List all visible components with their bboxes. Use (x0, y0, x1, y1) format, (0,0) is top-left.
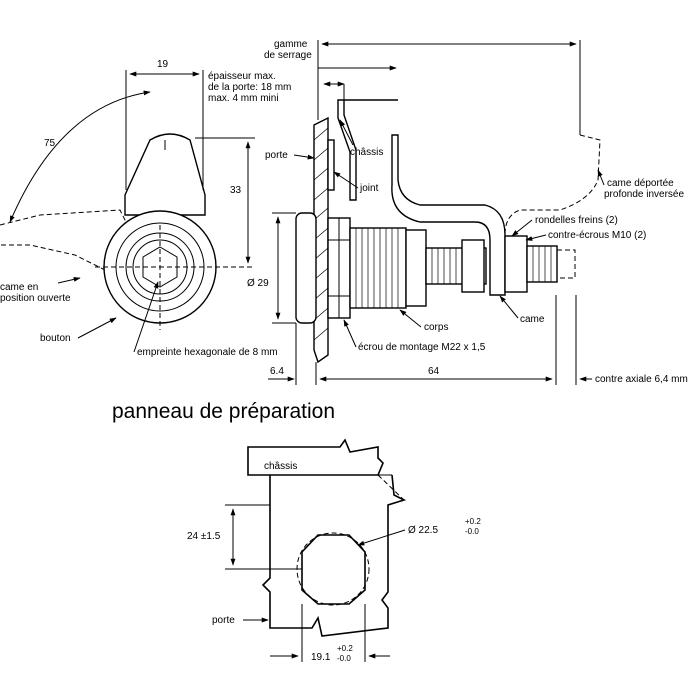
label-corps: corps (424, 322, 448, 333)
label-joint: joint (359, 183, 379, 194)
body-end (405, 229, 427, 307)
tol-19-1-plus: +0.2 (337, 644, 353, 653)
cam-arm (391, 134, 506, 296)
threaded-end (526, 245, 558, 283)
label-contre-axiale: contre axiale 6,4 mm (595, 374, 688, 385)
side-view: gamme de serrage épaisseur max. de la po… (208, 39, 688, 385)
dim-29: Ø 29 (247, 278, 269, 289)
label-came-ouverte-2: position ouverte (0, 293, 71, 304)
lock-nut-1 (504, 235, 528, 293)
panel-door-outline (261, 474, 407, 637)
panel-view: panneau de préparation châssis 24 ±1.5 Ø… (112, 400, 481, 663)
label-gamme-2: de serrage (264, 50, 312, 61)
label-chassis: châssis (350, 147, 383, 158)
hexagon-socket (142, 246, 178, 288)
label-porte: porte (265, 150, 288, 161)
label-epaisseur-3: max. 4 mm mini (208, 93, 279, 104)
label-epaisseur-2: de la porte: 18 mm (208, 82, 291, 93)
dim-64: 64 (428, 366, 440, 377)
label-ecrou: écrou de montage M22 x 1,5 (358, 342, 486, 353)
label-epaisseur-1: épaisseur max. (208, 71, 276, 82)
flange-head (295, 212, 317, 324)
panel-hole (301, 534, 366, 605)
label-came-ouverte-1: came en (0, 282, 38, 293)
dim-6-4: 6.4 (270, 366, 284, 377)
tol-19-1-minus: -0.0 (337, 654, 351, 663)
dim-33: 33 (230, 185, 242, 196)
cam-deported (504, 134, 601, 236)
panel-label-porte: porte (212, 615, 235, 626)
label-bouton: bouton (40, 333, 71, 344)
label-gamme-1: gamme (274, 39, 308, 50)
joint (327, 139, 335, 191)
lock-washer-1 (461, 239, 485, 293)
label-came: came (520, 314, 545, 325)
label-contre-ecrous: contre-écrous M10 (2) (548, 230, 646, 241)
dim-75: 75 (44, 138, 56, 149)
threaded-end-dashed (556, 249, 576, 279)
label-came-deportee-2: profonde inversée (604, 189, 684, 200)
front-view: 19 75 33 came en position ouverte bouton… (0, 59, 278, 358)
dim-19-1: 19.1 (311, 652, 331, 663)
panel-title: panneau de préparation (112, 400, 335, 423)
dim-22-5: Ø 22.5 (408, 525, 438, 536)
label-rondelles: rondelles freins (2) (535, 215, 618, 226)
panel-label-chassis: châssis (264, 461, 297, 472)
label-came-deportee-1: came déportée (607, 178, 674, 189)
body (349, 227, 407, 309)
tol-22-5-plus: +0.2 (465, 517, 481, 526)
label-empreinte: empreinte hexagonale de 8 mm (137, 347, 278, 358)
dim-24: 24 ±1.5 (187, 531, 221, 542)
dim-19: 19 (157, 59, 169, 70)
tol-22-5-minus: -0.0 (465, 527, 479, 536)
